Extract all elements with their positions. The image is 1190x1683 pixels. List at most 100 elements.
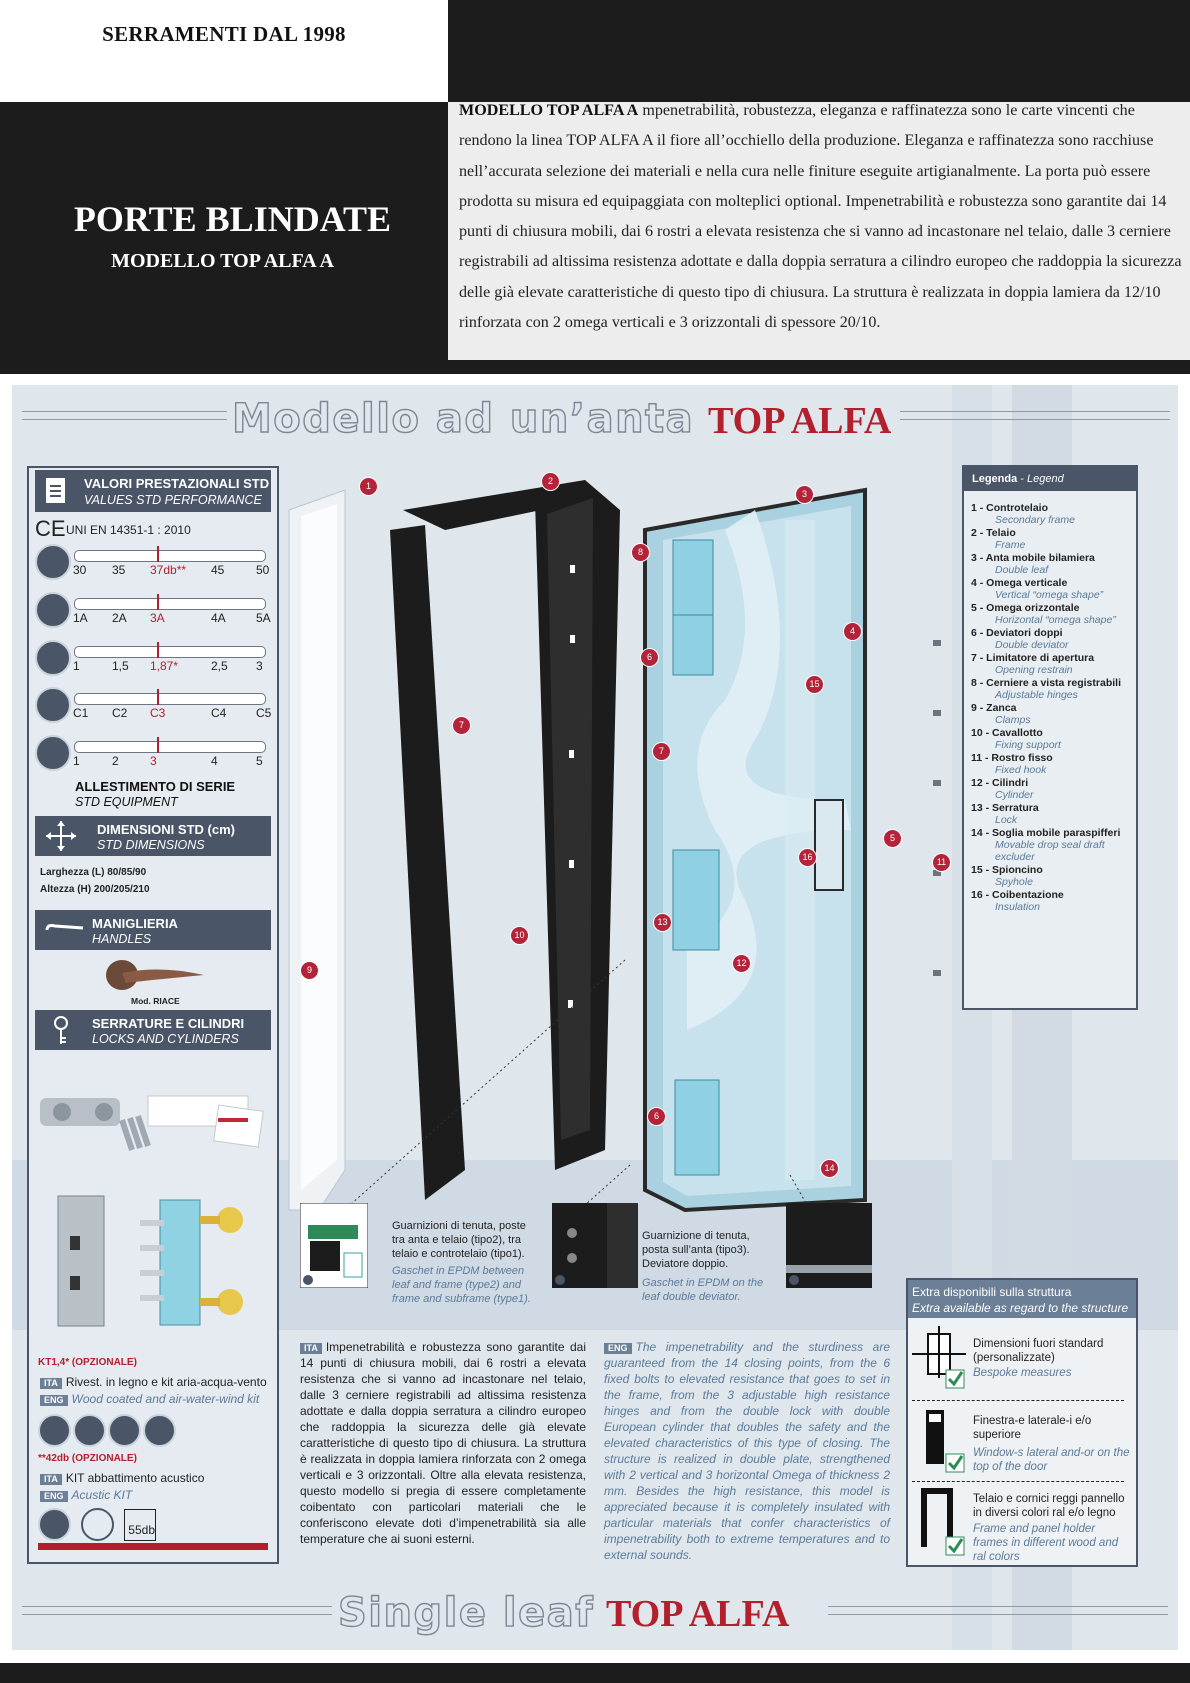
callout-13: 13: [653, 913, 672, 932]
page-subtitle: MODELLO TOP ALFA A: [111, 250, 334, 272]
scale-tick-label: 5: [256, 754, 263, 768]
scale-tick-label: C3: [150, 706, 166, 720]
extras-divider-2: [912, 1481, 1124, 1482]
legend-item-label: 3 - Anta mobile bilamiera: [971, 552, 1095, 564]
legend-item-label: 7 - Limitatore di apertura: [971, 652, 1095, 664]
scale-bar: [74, 741, 266, 753]
legend-item-label: 2 - Telaio: [971, 527, 1016, 539]
banner-rule-right-2: [900, 419, 1170, 420]
legend-title: Legenda: [972, 473, 1018, 485]
scale-tick-label: 4A: [211, 611, 226, 625]
footer-title-outline: Single leaf: [337, 1589, 595, 1636]
callout-2: 2: [541, 472, 560, 491]
legend-item-english: Spyhole: [995, 876, 1033, 888]
header-black-bar: [448, 0, 1190, 102]
scale-tick-label: 4: [211, 754, 218, 768]
legend-item-label: 5 - Omega orizzontale: [971, 602, 1080, 614]
scale-marker: [157, 689, 159, 705]
page-title: PORTE BLINDATE: [73, 199, 392, 239]
scale-tick-label: C2: [112, 706, 128, 720]
divider-strip: [0, 360, 1190, 374]
banner-rule-right: [900, 411, 1170, 412]
legend-item-label: 6 - Deviatori doppi: [971, 627, 1063, 639]
intro-paragraph: MODELLO TOP ALFA A mpenetrabilità, robus…: [459, 96, 1187, 338]
legend-item-label: 13 - Serratura: [971, 802, 1039, 814]
extras-box: [906, 1278, 1138, 1567]
callout-10: 10: [510, 926, 529, 945]
handle-icon: [45, 924, 84, 931]
caption-2-en: Gaschet in EPDM on the leaf double devia…: [642, 1277, 764, 1303]
norm-label: UNI EN 14351-1 : 2010: [66, 523, 191, 537]
handle-image: [106, 960, 204, 990]
legend-item-english: Frame: [995, 539, 1026, 551]
lock-mechanism-image: [57, 1195, 243, 1327]
body-eng-text: The impenetrability and the sturdiness a…: [604, 1340, 890, 1562]
scale-marker: [157, 546, 159, 562]
callout-12: 12: [732, 954, 751, 973]
extras-title: Extra disponibili sulla struttura: [912, 1285, 1072, 1299]
footer-rule-right: [828, 1606, 1168, 1607]
dimensions-title: DIMENSIONI STD (cm): [97, 822, 235, 837]
performance-header: VALORI PRESTAZIONALI STD VALUES STD PERF…: [35, 470, 271, 512]
thermal-icon: [35, 640, 71, 676]
db-title: **42db (OPZIONALE): [38, 1453, 137, 1464]
legend-item-label: 9 - Zanca: [971, 702, 1017, 714]
scale-bar: [74, 550, 266, 562]
locks-subtitle: LOCKS AND CYLINDERS: [92, 1032, 239, 1046]
legend-item-label: 11 - Rostro fisso: [971, 752, 1053, 764]
locks-header: SERRATURE E CILINDRI LOCKS AND CYLINDERS: [35, 1010, 271, 1050]
wind-icon: [35, 687, 71, 723]
legend-item-english: Fixing support: [995, 739, 1061, 751]
footer-bar: [0, 1663, 1190, 1683]
scale-tick-label: 37db**: [150, 563, 187, 577]
legend-item-english: Secondary frame: [995, 514, 1075, 526]
legend-item-english: Vertical “omega shape”: [995, 589, 1104, 601]
dimension-width: Larghezza (L) 80/85/90: [40, 867, 147, 878]
footer-rule-left-2: [22, 1614, 332, 1615]
key-icon: [54, 1016, 68, 1044]
scale-tick-label: 1,5: [112, 659, 129, 673]
scale-tick-label: 3: [150, 754, 157, 768]
scale-bar: [74, 598, 266, 610]
extras-title-en: Extra available as regard to the structu…: [912, 1301, 1129, 1315]
door-exploded-diagram: [288, 480, 941, 1213]
legend-item-english: Insulation: [995, 901, 1040, 913]
header-brand-area: [0, 0, 448, 102]
legend-item-english: Horizontal “omega shape”: [995, 614, 1116, 626]
dimensions-subtitle: STD DIMENSIONS: [97, 838, 205, 852]
thermal-kt-icon: [73, 1414, 106, 1447]
air-kt-icon: [108, 1414, 141, 1447]
callout-9: 9: [300, 961, 319, 980]
bespoke-measures-icon: [912, 1326, 966, 1389]
red-bar: [38, 1543, 268, 1550]
legend-item-label: 12 - Cilindri: [971, 777, 1029, 789]
banner-title-red: TOP ALFA: [708, 400, 892, 442]
sound-icon: [81, 1508, 114, 1541]
handles-header: MANIGLIERIA HANDLES: [35, 910, 271, 950]
extras-divider-1: [912, 1400, 1124, 1401]
water-icon: [35, 592, 71, 628]
extra-1-it: Dimensioni fuori standard (personalizzat…: [973, 1338, 1104, 1364]
legend-item-english: Cylinder: [995, 789, 1034, 801]
extra-3-it: Telaio e cornici reggi pannello in diver…: [973, 1493, 1125, 1519]
document-icon: [46, 478, 65, 503]
scale-marker: [157, 737, 159, 753]
legend-title-en: Legend: [1027, 473, 1064, 485]
air-icon: [35, 735, 71, 771]
kt-title: KT1,4* (OPZIONALE): [38, 1357, 137, 1368]
legend-item-english: Lock: [995, 814, 1018, 826]
dimensions-header: DIMENSIONI STD (cm) STD DIMENSIONS: [35, 816, 271, 856]
scale-marker: [157, 642, 159, 658]
